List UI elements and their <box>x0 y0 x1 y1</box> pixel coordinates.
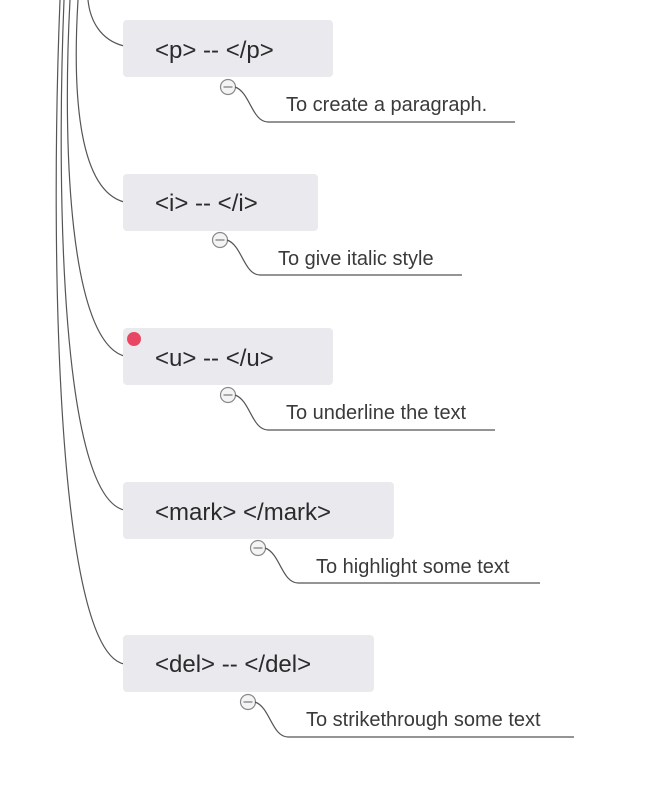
trunk-connector-3 <box>66 0 125 357</box>
trunk-connector-2 <box>75 0 125 203</box>
trunk-connector-1 <box>87 0 125 47</box>
trunk-connectors <box>55 0 125 665</box>
collapse-minus-icon[interactable] <box>239 693 257 711</box>
description-label: To underline the text <box>286 402 467 424</box>
description-connector <box>254 701 289 738</box>
description-connector <box>264 547 299 584</box>
topic-node-u[interactable]: <u> -- </u> <box>123 328 333 385</box>
description-label: To highlight some text <box>316 556 510 578</box>
description-label: To create a paragraph. <box>286 94 487 116</box>
trunk-connector-5 <box>55 0 125 665</box>
node-box <box>123 482 394 539</box>
description-connector <box>226 239 261 276</box>
node-label: <i> -- </i> <box>155 190 258 217</box>
description-connector <box>234 86 269 123</box>
node-label: <del> -- </del> <box>155 651 311 678</box>
description-label: To give italic style <box>278 248 434 270</box>
node-label: <mark> </mark> <box>155 499 331 526</box>
node-box <box>123 174 318 231</box>
description-connector <box>234 394 269 431</box>
topic-node-del[interactable]: <del> -- </del> <box>123 635 374 692</box>
topic-node-p[interactable]: <p> -- </p> <box>123 20 333 77</box>
collapse-minus-icon[interactable] <box>249 539 267 557</box>
node-label: <u> -- </u> <box>155 345 274 372</box>
node-label: <p> -- </p> <box>155 37 274 64</box>
description-label: To strikethrough some text <box>306 709 541 731</box>
node-box <box>123 328 333 385</box>
node-box <box>123 20 333 77</box>
topic-node-mark[interactable]: <mark> </mark> <box>123 482 394 539</box>
node-box <box>123 635 374 692</box>
collapse-minus-icon[interactable] <box>219 78 237 96</box>
trunk-connector-4 <box>60 0 125 511</box>
topic-node-i[interactable]: <i> -- </i> <box>123 174 318 231</box>
collapse-minus-icon[interactable] <box>211 231 229 249</box>
collapse-minus-icon[interactable] <box>219 386 237 404</box>
cursor-highlight-dot <box>127 332 141 346</box>
